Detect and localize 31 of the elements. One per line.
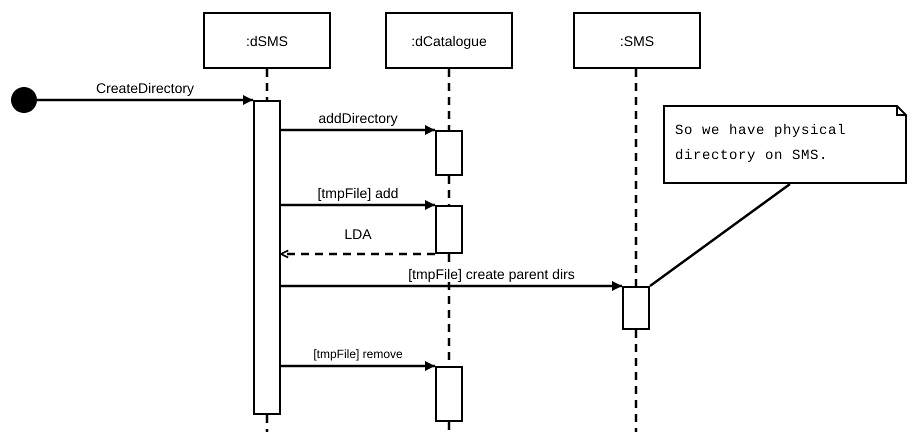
leader-line xyxy=(649,182,791,288)
message-arrow xyxy=(281,125,435,135)
edge-label: [tmpFile] remove xyxy=(312,346,404,362)
edge-label: [tmpFile] add xyxy=(316,185,400,201)
lifeline xyxy=(266,69,268,100)
start-circle xyxy=(11,87,37,113)
participant-box xyxy=(573,12,701,69)
activation-bar xyxy=(435,130,463,176)
lifeline xyxy=(448,69,450,130)
lifeline xyxy=(448,176,450,205)
participant-name: :dCatalogue xyxy=(411,32,487,48)
participant-name: :dSMS xyxy=(246,32,288,48)
message-arrow xyxy=(281,361,435,371)
message-arrow xyxy=(281,200,435,210)
activation-bar xyxy=(253,100,281,415)
activation-bar xyxy=(435,366,463,422)
participant-box xyxy=(385,12,513,69)
edge-label: addDirectory xyxy=(317,110,399,126)
note-text: So we have physical directory on SMS. xyxy=(675,122,848,166)
edge-label: LDA xyxy=(343,226,373,242)
return-arrow xyxy=(280,250,435,258)
activation-bar xyxy=(435,205,463,254)
note-box xyxy=(663,105,907,184)
message-arrow xyxy=(37,95,253,105)
participant-box xyxy=(203,12,331,69)
message-arrow xyxy=(281,281,622,291)
participant-name: :SMS xyxy=(620,32,654,48)
activation-bar xyxy=(622,286,650,330)
edge-label: CreateDirectory xyxy=(94,80,196,96)
lifeline xyxy=(634,69,638,286)
edge-label: [tmpFile] create parent dirs xyxy=(407,266,576,282)
